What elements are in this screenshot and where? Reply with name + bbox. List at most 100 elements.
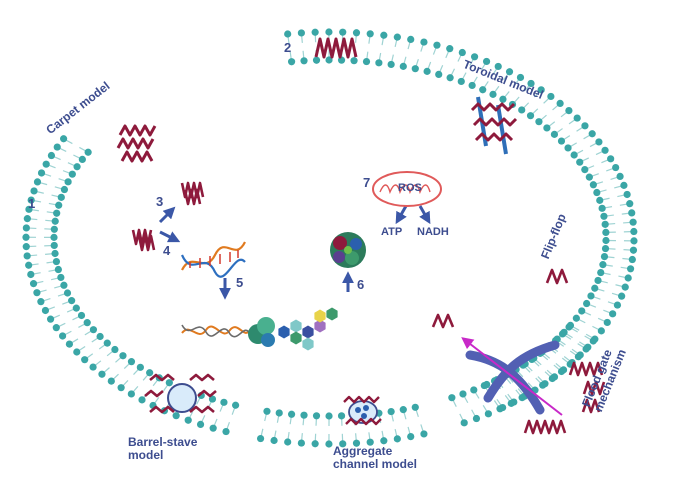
lipid-head <box>494 62 502 71</box>
lipid-head <box>537 86 545 94</box>
lipid-head <box>184 416 192 424</box>
lipid-head <box>208 395 217 403</box>
lipid-head <box>380 31 388 39</box>
lipid-head <box>499 95 507 103</box>
label-nadh: NADH <box>417 226 449 238</box>
lipid-head <box>127 390 135 398</box>
lipid-head <box>470 53 479 61</box>
lipid-head <box>630 227 638 236</box>
lipid-head <box>624 274 632 282</box>
lipid-head <box>581 122 589 130</box>
lipid-head <box>53 209 61 217</box>
lipid-head <box>50 233 58 241</box>
lipid-head <box>72 304 80 312</box>
lipid-head <box>612 163 620 172</box>
lipid-head <box>339 28 347 36</box>
lipid-head <box>505 68 514 76</box>
lipid-head <box>387 60 395 69</box>
label-step-2: 2 <box>284 40 292 55</box>
label-step-5: 5 <box>236 275 244 290</box>
lipid-head <box>516 73 525 82</box>
lipid-head <box>325 56 333 64</box>
lipid-head <box>526 112 535 120</box>
lipid-head <box>65 340 74 348</box>
lipid-head <box>22 233 30 241</box>
lipid-head <box>433 41 441 49</box>
lipid-head <box>480 381 488 390</box>
lipid-head <box>587 292 595 300</box>
lipid-head <box>496 405 504 413</box>
lipid-head <box>138 396 146 404</box>
lipid-head <box>457 77 465 86</box>
lipid-head <box>539 381 547 389</box>
lipid-head <box>557 137 566 145</box>
free-peptide-top <box>314 37 358 59</box>
lipid-head <box>582 345 590 353</box>
lipid-head <box>89 363 97 371</box>
label-step-7: 7 <box>363 175 371 190</box>
amino-acid <box>314 309 326 323</box>
lipid-head <box>30 187 38 195</box>
toroidal-pore <box>470 96 518 155</box>
lipid-head <box>589 337 597 345</box>
lipid-head <box>448 394 456 402</box>
lipid-head <box>58 332 67 340</box>
lipid-head <box>284 438 292 446</box>
lipid-head <box>73 348 81 356</box>
label-step-3: 3 <box>156 194 164 209</box>
lipid-head <box>576 158 584 166</box>
lipid-head <box>527 79 535 88</box>
label-step-6: 6 <box>357 277 365 292</box>
lipid-head <box>479 86 487 94</box>
label-step-1: 1 <box>28 196 36 211</box>
lipid-head <box>287 410 296 418</box>
lipid-head <box>83 319 91 327</box>
lipid-head <box>629 246 638 254</box>
lipid-head <box>600 253 609 261</box>
lipid-head <box>547 92 555 101</box>
lipid-head <box>263 407 271 415</box>
lipid-head <box>366 438 374 446</box>
lipid-head <box>60 281 68 289</box>
lipid-head <box>446 74 454 82</box>
lipid-head <box>51 249 59 258</box>
lipid-head <box>46 315 55 323</box>
lipid-head <box>630 237 638 245</box>
label-barrel-stave-line2: model <box>128 448 164 462</box>
lipid-head <box>459 390 467 398</box>
lipid-head <box>37 298 45 306</box>
lipid-head <box>60 135 68 143</box>
lipid-head <box>472 414 481 423</box>
lipid-head <box>29 280 38 288</box>
lipid-head <box>613 301 622 309</box>
lipid-head <box>585 173 593 181</box>
lipid-head <box>27 196 35 204</box>
lipid-head <box>607 155 615 163</box>
lipid-head <box>68 297 76 305</box>
lipid-head <box>256 434 265 443</box>
lipid-head <box>55 201 63 209</box>
lipid-head <box>629 218 637 226</box>
lipid-head <box>96 332 104 341</box>
barrel-stave-pore <box>144 373 217 414</box>
label-step-4: 4 <box>163 243 171 258</box>
lipid-head <box>352 29 361 37</box>
lipid-head <box>77 311 86 320</box>
lipid-head <box>136 363 144 371</box>
lipid-head <box>51 217 59 225</box>
label-barrel-stave-line1: Barrel-stave <box>128 435 198 449</box>
lipid-head <box>60 185 69 194</box>
lipid-head <box>297 439 305 447</box>
lipid-head <box>407 433 415 441</box>
lipid-head <box>420 430 428 438</box>
lipid-head <box>37 169 46 177</box>
lipid-head <box>89 326 98 334</box>
lipid-head <box>84 148 92 156</box>
lipid-head <box>50 225 58 233</box>
lipid-head <box>588 130 596 138</box>
lipid-head <box>63 289 72 297</box>
lipid-head <box>411 65 419 73</box>
lipid-head <box>482 57 491 66</box>
lipid-head <box>620 181 628 189</box>
lipid-head <box>103 339 111 347</box>
